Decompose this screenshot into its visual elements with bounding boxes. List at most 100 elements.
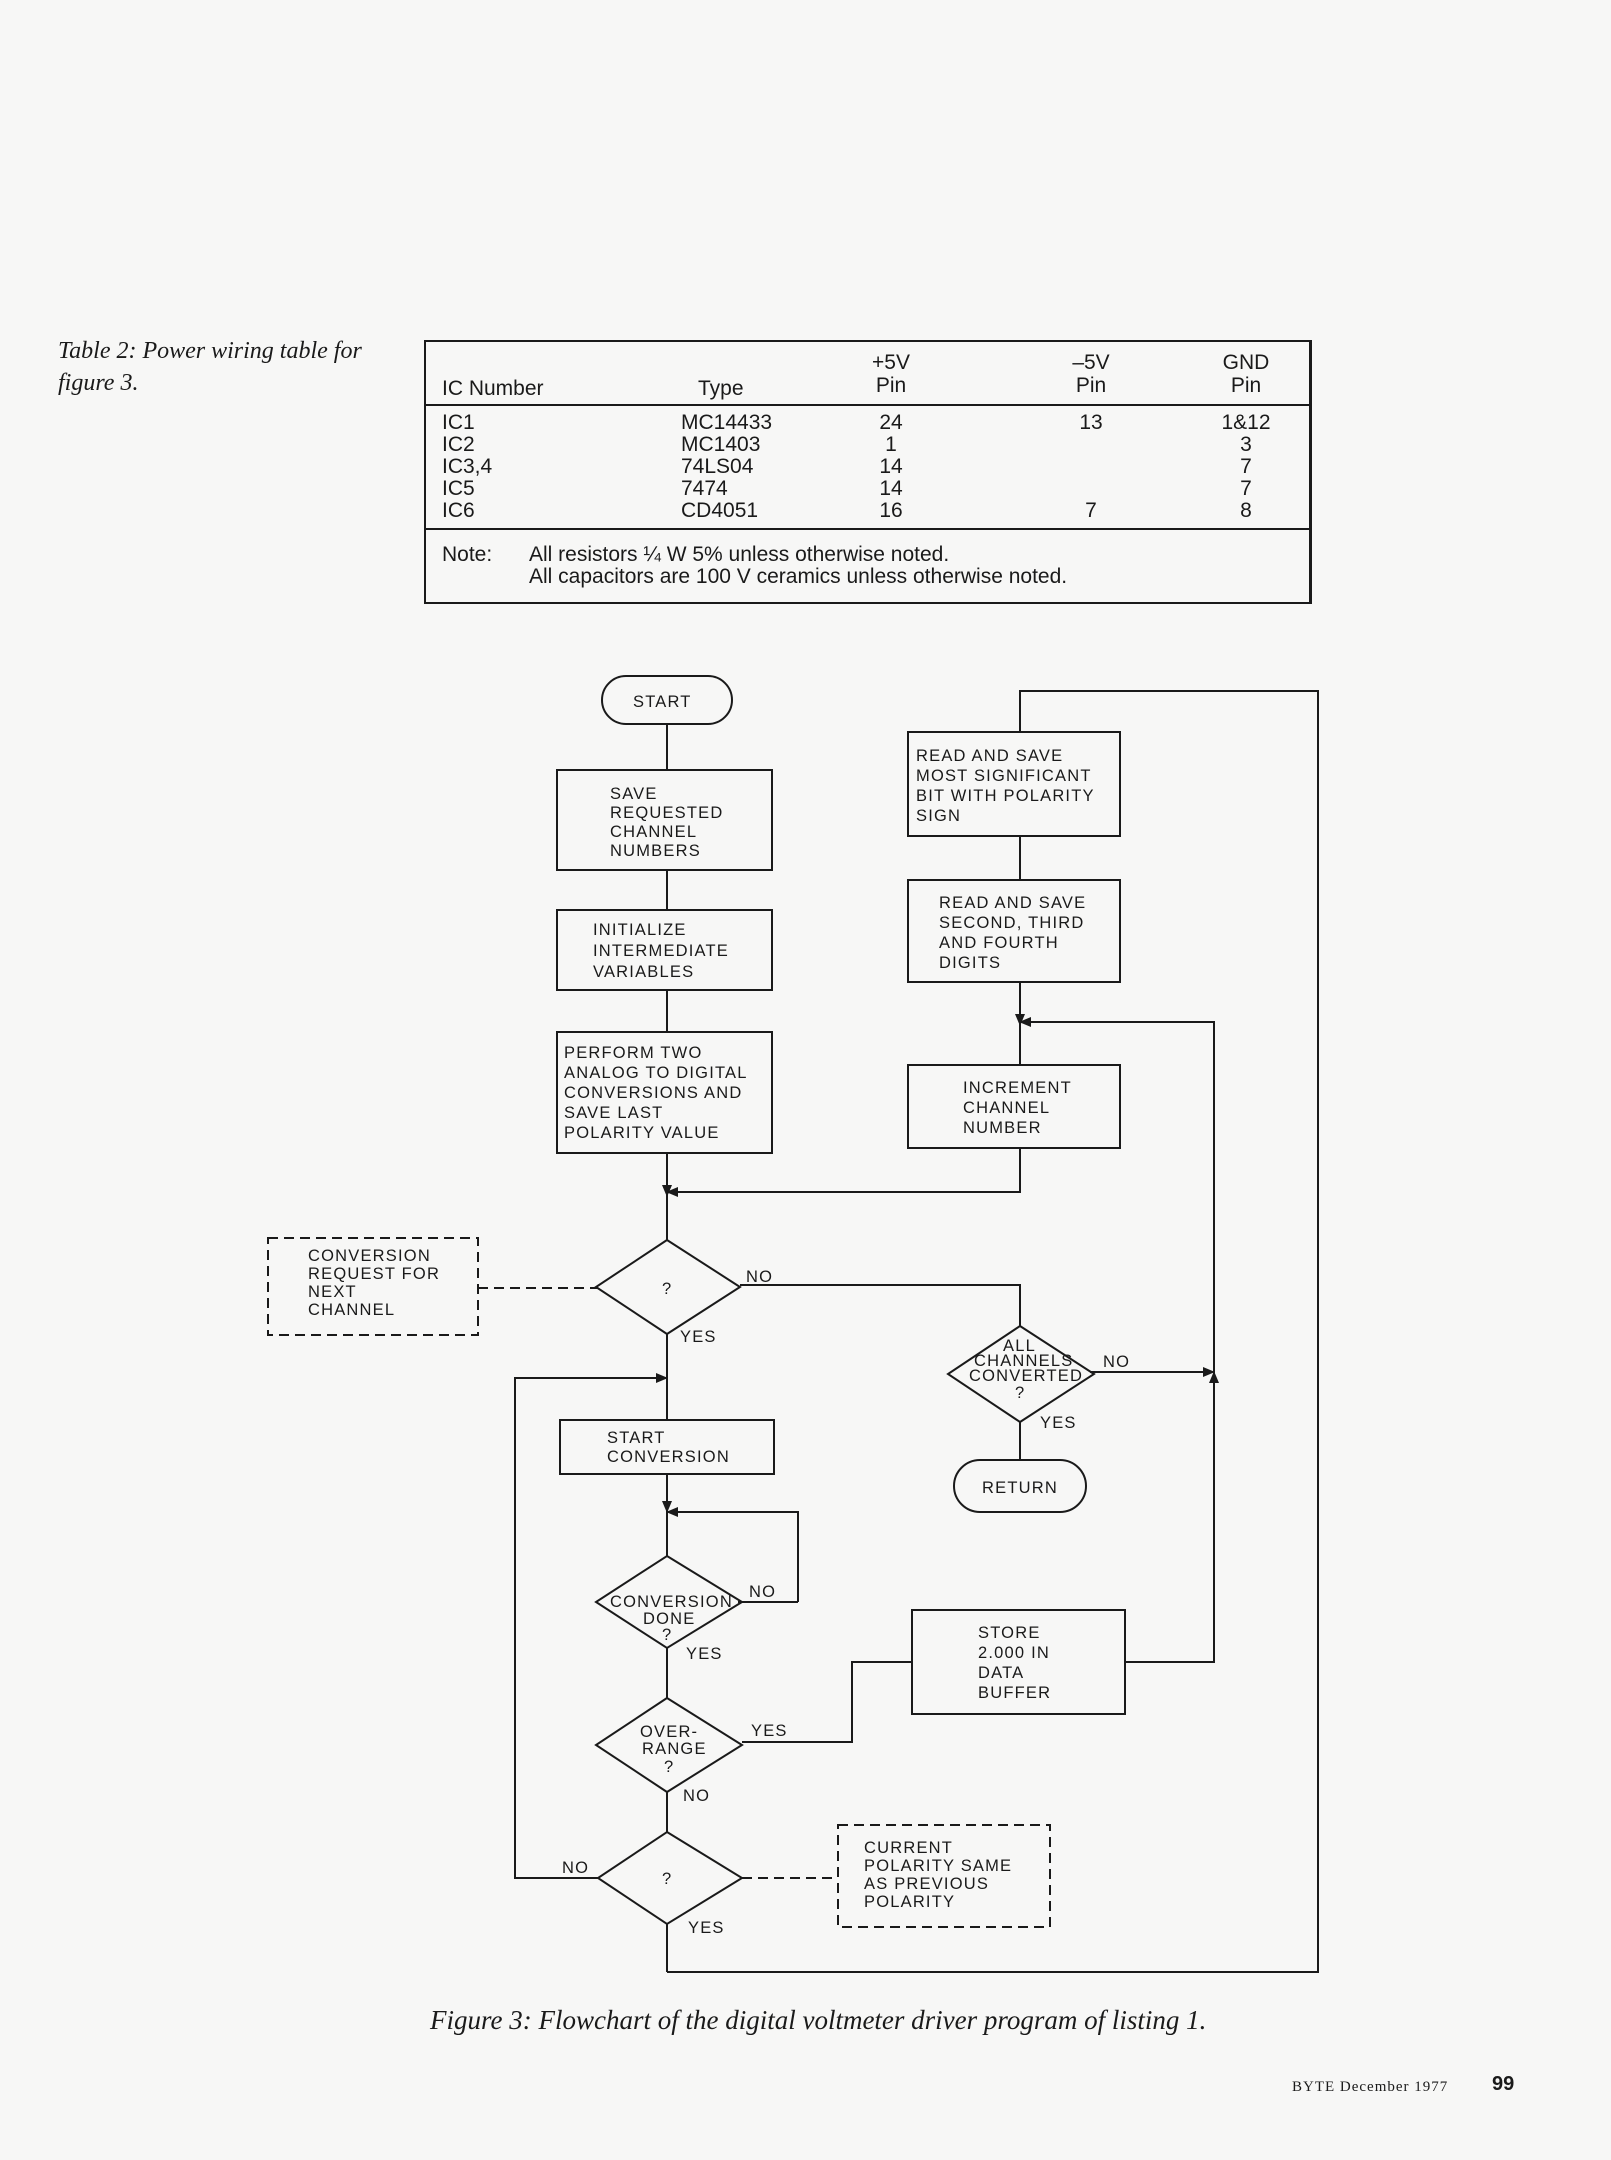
cell-5v: 16 <box>879 499 903 522</box>
perform-line: SAVE LAST <box>564 1104 663 1122</box>
overrange-decision <box>594 1696 744 1794</box>
cell-type: 74LS04 <box>681 455 754 478</box>
all-channels-line: ALL <box>1003 1337 1036 1355</box>
all-channels-decision <box>946 1324 1096 1424</box>
header-minus5v: –5V <box>1072 351 1110 374</box>
figure-caption: Figure 3: Flowchart of the digital voltm… <box>430 2005 1207 2035</box>
magazine-issue: BYTE December 1977 <box>1292 2079 1449 2095</box>
cell-type: 7474 <box>681 477 728 500</box>
polarity-note <box>837 1824 1051 1928</box>
conversion-done-line: CONVERSION <box>610 1593 733 1611</box>
header-type: Type <box>698 377 744 400</box>
all-channels-line: CONVERTED <box>969 1367 1083 1385</box>
polarity-note-line: POLARITY SAME <box>864 1857 1012 1875</box>
read-msb-line: READ AND SAVE <box>916 747 1063 765</box>
save-line: REQUESTED <box>610 804 723 822</box>
cell-type: CD4051 <box>681 499 759 522</box>
header-5v: +5V <box>872 351 910 374</box>
perform-line: POLARITY VALUE <box>564 1124 720 1142</box>
read-msb-box <box>907 731 1121 837</box>
request-question: ? <box>662 1280 672 1298</box>
all-channels-line: CHANNELS <box>974 1352 1073 1370</box>
request-decision <box>594 1238 742 1336</box>
cell-ic: IC3,4 <box>442 455 493 478</box>
conversion-done-line: DONE <box>643 1610 695 1628</box>
connector <box>740 1284 1021 1326</box>
cell-5v: 14 <box>879 455 903 478</box>
conversion-done-line: ? <box>662 1626 672 1644</box>
cell-ic: IC6 <box>442 499 475 522</box>
overrange-line: RANGE <box>642 1740 707 1758</box>
page-number: 99 <box>1492 2073 1515 2095</box>
table-body: IC1 MC14433 24 13 1&12 IC2 MC1403 1 3 IC… <box>426 406 1309 530</box>
polarity-question: ? <box>662 1870 672 1888</box>
read-digits-line: DIGITS <box>939 954 1001 972</box>
connector-arrow <box>514 1373 668 1879</box>
read-msb-line: SIGN <box>916 807 961 825</box>
store-line: 2.000 IN <box>978 1644 1050 1662</box>
note-line-1: All resistors ¼ W 5% unless otherwise no… <box>529 543 950 566</box>
polarity-yes-label: YES <box>688 1919 725 1937</box>
note-line-2: All capacitors are 100 V ceramics unless… <box>529 565 1068 588</box>
cell-type: MC1403 <box>681 433 761 456</box>
read-msb-line: BIT WITH POLARITY <box>916 787 1095 805</box>
all-channels-line: ? <box>1015 1384 1025 1402</box>
conv-request-line: NEXT <box>308 1283 357 1301</box>
cell-5v: 14 <box>879 477 903 500</box>
loop-line <box>667 690 1319 1973</box>
connector-arrow <box>666 1507 799 1602</box>
connector-arrow <box>1125 1371 1219 1663</box>
save-line: NUMBERS <box>610 842 701 860</box>
perform-conversions-box <box>556 1031 773 1154</box>
conversion-done-yes-label: YES <box>686 1645 723 1663</box>
polarity-note-line: CURRENT <box>864 1839 953 1857</box>
read-digits-line: AND FOURTH <box>939 934 1059 952</box>
save-channels-box <box>556 769 773 871</box>
header-gnd-pin: Pin <box>1230 374 1262 397</box>
increment-channel-box <box>907 1064 1121 1149</box>
increment-line: CHANNEL <box>963 1099 1050 1117</box>
request-yes-label: YES <box>680 1328 717 1346</box>
power-wiring-table: +5V Pin –5V Pin GND Pin IC Number Type I… <box>424 340 1312 604</box>
cell-ic: IC5 <box>442 477 475 500</box>
connector-arrow <box>666 1148 1021 1197</box>
conv-request-line: CONVERSION <box>308 1247 431 1265</box>
read-digits-box <box>907 879 1121 983</box>
polarity-note-line: POLARITY <box>864 1893 955 1911</box>
connector <box>742 1661 912 1743</box>
header-gnd: GND <box>1222 351 1270 374</box>
note-label: Note: <box>442 543 493 566</box>
conversion-done-decision <box>594 1554 744 1650</box>
increment-line: NUMBER <box>963 1119 1042 1137</box>
request-no-label: NO <box>746 1268 773 1286</box>
start-conversion-line: CONVERSION <box>607 1448 730 1466</box>
cell-5v: 24 <box>879 411 903 434</box>
read-digits-line: READ AND SAVE <box>939 894 1086 912</box>
read-digits-line: SECOND, THIRD <box>939 914 1084 932</box>
store-line: DATA <box>978 1664 1024 1682</box>
conversion-request-note <box>267 1237 479 1336</box>
connector-arrow <box>1019 1017 1215 1372</box>
start-label: START <box>633 693 692 711</box>
perform-line: PERFORM TWO <box>564 1044 702 1062</box>
cell-gnd: 8 <box>1240 499 1252 522</box>
cell-ic: IC2 <box>442 433 475 456</box>
store-line: STORE <box>978 1624 1041 1642</box>
all-channels-no-label: NO <box>1103 1353 1130 1371</box>
initialize-box <box>556 909 773 991</box>
init-line: VARIABLES <box>593 963 694 981</box>
cell-gnd: 7 <box>1240 455 1252 478</box>
header-ic-number: IC Number <box>442 377 544 400</box>
cell-type: MC14433 <box>681 411 773 434</box>
polarity-note-line: AS PREVIOUS <box>864 1875 989 1893</box>
header-minus5v-pin: Pin <box>1075 374 1107 397</box>
cell-gnd: 1&12 <box>1221 411 1271 434</box>
table-header: +5V Pin –5V Pin GND Pin IC Number Type <box>426 342 1309 406</box>
cell-minus5v: 7 <box>1085 499 1097 522</box>
save-line: CHANNEL <box>610 823 697 841</box>
all-channels-yes-label: YES <box>1040 1414 1077 1432</box>
cell-5v: 1 <box>885 433 897 456</box>
init-line: INTERMEDIATE <box>593 942 729 960</box>
perform-line: CONVERSIONS AND <box>564 1084 742 1102</box>
conv-request-line: CHANNEL <box>308 1301 395 1319</box>
